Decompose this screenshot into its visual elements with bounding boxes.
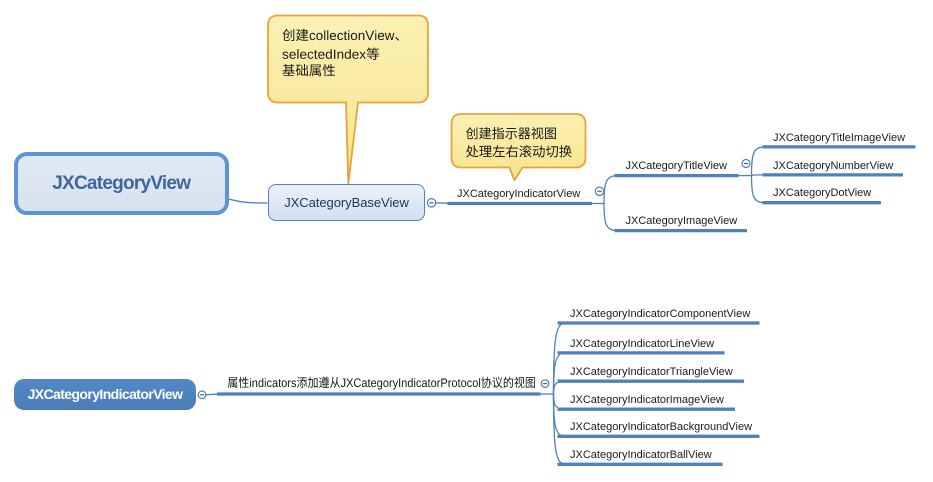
connector-branch <box>552 393 566 410</box>
topic-title-image-view[interactable]: JXCategoryTitleImageView <box>773 131 906 144</box>
connector-branch <box>750 146 765 176</box>
callout-indicator-note-text-line2-glyphs <box>466 145 572 158</box>
collapse-indicator-button[interactable] <box>594 186 605 197</box>
callout-base-note-text-line1-glyphs <box>282 28 400 42</box>
collapse-bottom-root-button[interactable] <box>197 390 207 400</box>
topic-title-view[interactable]: JXCategoryTitleView <box>625 160 728 173</box>
topic-dot-view[interactable]: JXCategoryDotView <box>773 187 872 200</box>
callout-base-note-shape[interactable] <box>267 14 429 185</box>
topic-number-view[interactable]: JXCategoryNumberView <box>773 159 894 172</box>
connector-stub <box>205 393 218 396</box>
topic-base-view[interactable]: JXCategoryBaseView <box>268 184 425 221</box>
connector-branch <box>552 352 566 395</box>
topic-indicator-child-0[interactable]: JXCategoryIndicatorComponentView <box>570 307 751 320</box>
connector-branch <box>750 174 765 177</box>
topic-indicator-child-4[interactable]: JXCategoryIndicatorBackgroundView <box>570 421 753 433</box>
topic-root-jxcategoryview[interactable]: JXCategoryView <box>14 152 229 215</box>
topic-root-label: JXCategoryView <box>52 172 191 194</box>
connector-branch <box>750 175 765 204</box>
collapse-relation-button[interactable] <box>540 379 550 389</box>
topic-bottom-root-indicator-view[interactable]: JXCategoryIndicatorView <box>14 378 196 410</box>
topic-indicator-child-2[interactable]: JXCategoryIndicatorTriangleView <box>570 365 733 378</box>
connector-branch <box>552 322 566 395</box>
topic-base-label: JXCategoryBaseView <box>284 194 409 210</box>
topic-indicator-child-1[interactable]: JXCategoryIndicatorLineView <box>570 337 715 350</box>
callout-indicator-note-text-line1-glyphs <box>465 127 556 140</box>
connector-branch <box>552 393 566 437</box>
connector-branch <box>603 203 618 232</box>
callout-base-note-text-line3-glyphs <box>282 63 335 77</box>
connector-root-to-base <box>228 198 268 204</box>
connector-branch <box>603 174 618 204</box>
connector-branch <box>552 380 566 395</box>
topic-indicator-view[interactable]: JXCategoryIndicatorView <box>457 188 581 201</box>
topic-indicator-child-3[interactable]: JXCategoryIndicatorImageView <box>570 393 724 406</box>
callout-base-note-text-line2-glyphs <box>282 47 380 60</box>
topic-image-view[interactable]: JXCategoryImageView <box>625 215 738 228</box>
collapse-title-button[interactable] <box>741 158 751 169</box>
topic-bottom-root-label: JXCategoryIndicatorView <box>27 386 183 403</box>
collapse-base-button[interactable] <box>426 198 437 208</box>
topic-indicator-child-5[interactable]: JXCategoryIndicatorBallView <box>570 449 712 461</box>
relation-label-glyphs-glyphs <box>227 376 535 390</box>
